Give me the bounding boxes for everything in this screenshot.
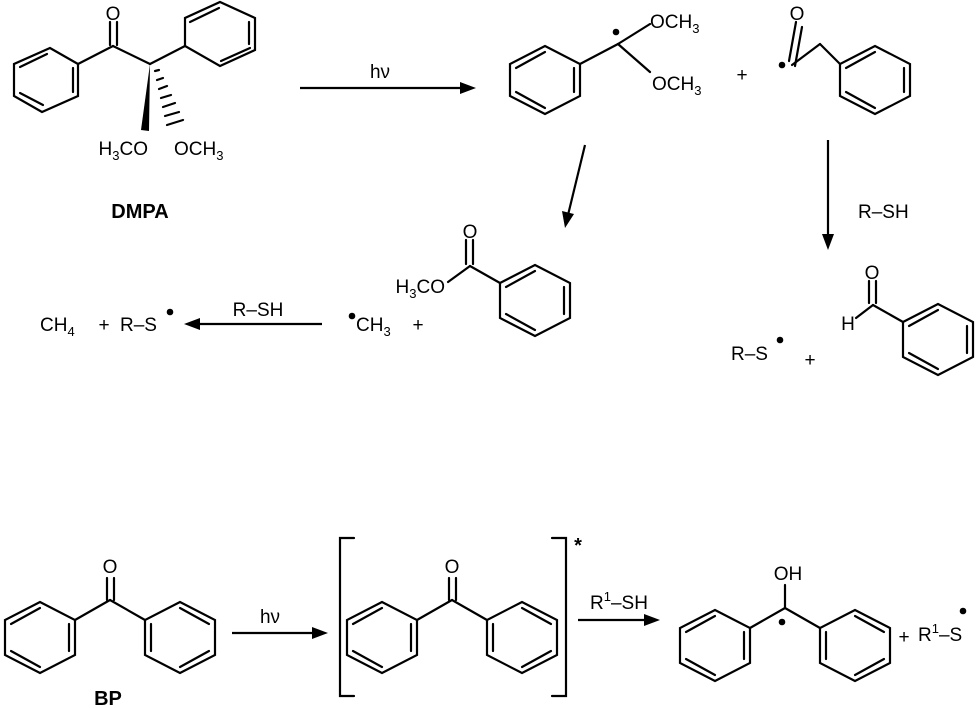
arrow-diagonal bbox=[562, 144, 587, 228]
thiyl-radical-2: R1–S bbox=[918, 607, 967, 646]
left-bracket bbox=[338, 536, 356, 698]
products-right-rs: R–S bbox=[731, 344, 768, 365]
thiyl-radical-dot-right bbox=[776, 336, 784, 344]
excited-bp: * O bbox=[338, 535, 582, 698]
dmpa-name: DMPA bbox=[111, 201, 168, 223]
ch4-label: CH4 bbox=[40, 315, 75, 339]
methyl-radical: CH3 bbox=[348, 312, 391, 339]
bp-molecule: O BP bbox=[3, 557, 217, 708]
arrow-vertical: R–SH bbox=[822, 140, 909, 250]
bp-carbonyl-o: O bbox=[103, 557, 118, 578]
plus-2: + bbox=[412, 315, 423, 336]
arrow-hv-2: hν bbox=[232, 607, 328, 639]
products-left: CH4 + R–S bbox=[40, 308, 174, 339]
ketal-radical-dot bbox=[612, 28, 620, 36]
arrow-r1sh-label: R1–SH bbox=[590, 589, 648, 614]
ketal-radical-molecule: OCH3 OCH3 bbox=[508, 12, 701, 116]
arrow-left-label: R–SH bbox=[233, 300, 284, 321]
plus-1: + bbox=[736, 65, 747, 86]
ester-carbonyl-o: O bbox=[463, 222, 478, 243]
methyl-benzoate-molecule: H3CO O bbox=[396, 222, 572, 338]
benzaldehyde-h: H bbox=[841, 314, 855, 335]
ketal-och3-right: OCH3 bbox=[652, 74, 701, 98]
methyl-radical-dot bbox=[348, 312, 356, 320]
excited-carbonyl-o: O bbox=[445, 557, 460, 578]
arrow-hv-1: hν bbox=[300, 62, 476, 94]
right-bracket bbox=[550, 536, 568, 698]
products-left-plus: + bbox=[98, 315, 109, 336]
dmpa-h3co-label: H3CO bbox=[99, 139, 148, 163]
benzoyl-o: O bbox=[790, 4, 805, 25]
plus-3: + bbox=[898, 627, 909, 648]
products-right-plus: + bbox=[804, 350, 815, 371]
bp-name: BP bbox=[94, 688, 122, 708]
benzaldehyde-o: O bbox=[865, 263, 880, 284]
benzoyl-radical-molecule: O bbox=[778, 4, 912, 116]
dmpa-och3-label: OCH3 bbox=[174, 139, 223, 163]
arrow-r1sh: R1–SH bbox=[578, 589, 660, 626]
arrow-left: R–SH bbox=[184, 300, 322, 330]
thiyl-r1s-label: R1–S bbox=[918, 621, 962, 646]
products-right: R–S + H O bbox=[731, 263, 975, 377]
benzoyl-radical-dot bbox=[778, 61, 786, 69]
thiyl-radical-dot-left bbox=[166, 308, 174, 316]
arrow-hv-2-label: hν bbox=[260, 607, 280, 628]
products-left-rs: R–S bbox=[120, 315, 157, 336]
arrow-vertical-label: R–SH bbox=[858, 202, 909, 223]
dmpa-molecule: O H3CO OCH3 DMPA bbox=[12, 0, 257, 223]
ketyl-radical-dot bbox=[778, 618, 786, 626]
ester-h3co-label: H3CO bbox=[396, 277, 445, 301]
hash-bond bbox=[153, 68, 185, 127]
thiyl-radical-dot-2 bbox=[959, 607, 967, 615]
arrow-hv-1-label: hν bbox=[370, 62, 390, 83]
ketal-och3-top: OCH3 bbox=[650, 12, 699, 36]
ketyl-radical-molecule: OH bbox=[678, 564, 892, 683]
ketyl-oh: OH bbox=[774, 564, 803, 585]
methyl-ch3-label: CH3 bbox=[356, 315, 391, 339]
dmpa-carbonyl-o: O bbox=[106, 4, 121, 25]
excited-star: * bbox=[574, 535, 582, 557]
